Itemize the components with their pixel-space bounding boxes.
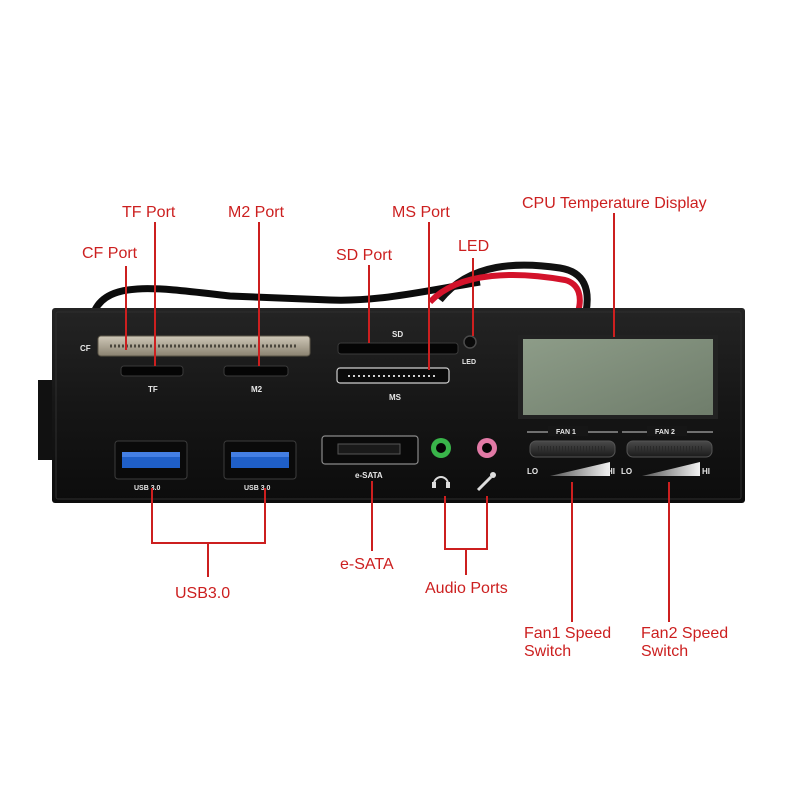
microphone-jack — [477, 438, 497, 458]
callout-sd-port: SD Port — [336, 247, 393, 264]
esata-label: e-SATA — [355, 471, 383, 480]
tf-slot: TF — [120, 365, 184, 394]
callout-m2-port: M2 Port — [228, 204, 285, 221]
usb-port-right: USB 3.0 — [223, 440, 297, 492]
callout-cf-port: CF Port — [82, 245, 138, 262]
microphone-icon — [476, 472, 496, 492]
headphone-jack — [431, 438, 451, 458]
fan2-control: FAN 2 LO HI — [621, 426, 713, 476]
m2-label: M2 — [251, 385, 263, 394]
cf-label: CF — [80, 344, 91, 353]
cf-slot: CF — [80, 335, 311, 357]
callout-fan1-line2: Switch — [524, 643, 571, 660]
callout-audio-ports: Audio Ports — [425, 580, 508, 597]
sd-label: SD — [392, 330, 403, 339]
headphone-icon — [432, 476, 450, 488]
callout-esata: e-SATA — [340, 556, 394, 573]
m2-slot: M2 — [223, 365, 289, 394]
callout-leader-lines — [125, 213, 670, 622]
usb-port-left: USB 3.0 — [114, 440, 188, 492]
cpu-temperature-display — [518, 335, 718, 419]
callout-cpu-display: CPU Temperature Display — [522, 195, 707, 212]
fan2-hi-label: HI — [702, 467, 710, 476]
fan1-control: FAN 1 LO HI — [527, 426, 618, 476]
usb-right-label: USB 3.0 — [244, 485, 271, 492]
led-indicator: LED — [462, 335, 477, 366]
usb-left-label: USB 3.0 — [134, 485, 161, 492]
fan1-label: FAN 1 — [556, 429, 576, 436]
callout-led: LED — [458, 238, 489, 255]
ms-slot: MS — [336, 367, 450, 402]
callout-fan2-line1: Fan2 Speed — [641, 625, 728, 642]
callout-fan1-line1: Fan1 Speed — [524, 625, 611, 642]
led-label: LED — [462, 359, 476, 366]
ms-label: MS — [389, 393, 402, 402]
fan2-label: FAN 2 — [655, 429, 675, 436]
callout-tf-port: TF Port — [122, 204, 176, 221]
callout-fan2-line2: Switch — [641, 643, 688, 660]
tf-label: TF — [148, 385, 158, 394]
fan2-lo-label: LO — [621, 467, 632, 476]
callout-labels: CF Port TF Port M2 Port MS Port SD Port … — [82, 195, 728, 660]
callout-usb30: USB3.0 — [175, 585, 230, 602]
esata-port: e-SATA — [321, 435, 419, 480]
callout-ms-port: MS Port — [392, 204, 450, 221]
fan1-hi-label: HI — [607, 467, 615, 476]
fan1-lo-label: LO — [527, 467, 538, 476]
